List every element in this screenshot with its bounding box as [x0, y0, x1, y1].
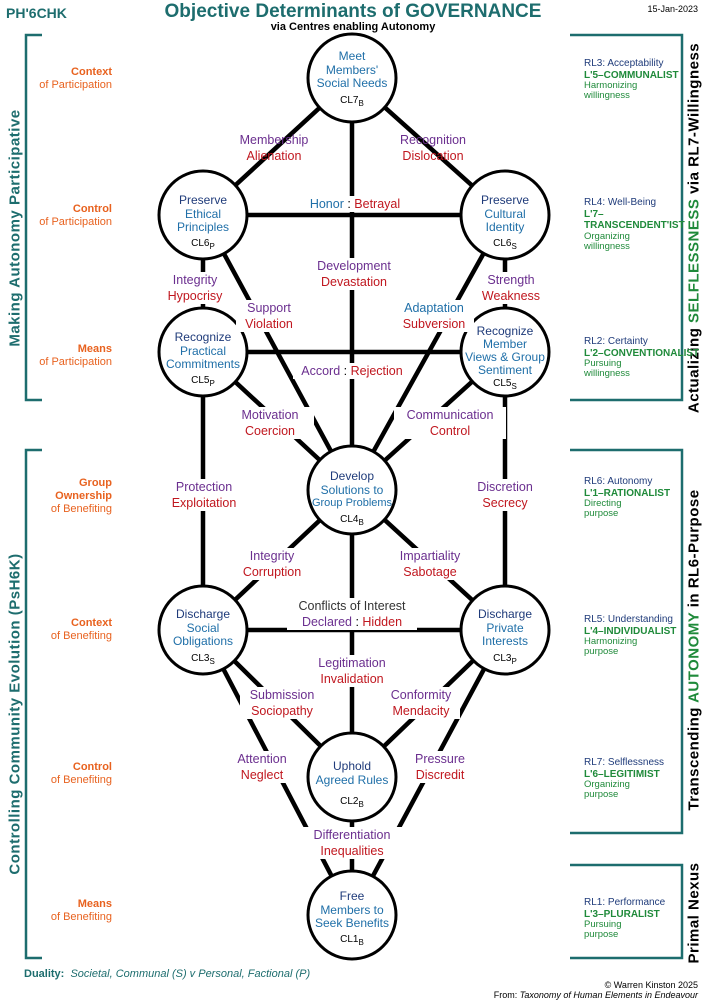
left-lower-vertical-title: Controlling Community Evolution (PsH6K) [6, 553, 24, 875]
copyright-note: © Warren Kinston 2025 From: Taxonomy of … [493, 980, 698, 1000]
circle-cl6s [459, 169, 551, 261]
date-stamp: 15-Jan-2023 [647, 4, 698, 14]
circle-cl1 [306, 869, 398, 961]
pair-honor: Honor : Betrayal [300, 196, 410, 212]
right-brackets [570, 33, 684, 960]
circle-cl6p [157, 169, 249, 261]
document-code: PH'6CHK [6, 5, 67, 21]
circle-cl3p [459, 584, 551, 676]
node-circles [157, 32, 551, 961]
duality-note: Duality: Societal, Communal (S) v Person… [24, 968, 311, 980]
circle-cl3s [157, 584, 249, 676]
circle-cl5p [157, 306, 249, 398]
circle-cl7 [306, 32, 398, 124]
circle-cl4 [306, 444, 398, 536]
page-subtitle: via Centres enabling Autonomy [270, 21, 436, 33]
circle-cl5s [459, 306, 551, 398]
left-brackets [24, 33, 42, 960]
page-title: Objective Determinants of GOVERNANCE [164, 1, 542, 22]
circle-cl2 [306, 731, 398, 823]
pair-accord: Accord : Rejection [293, 363, 411, 379]
